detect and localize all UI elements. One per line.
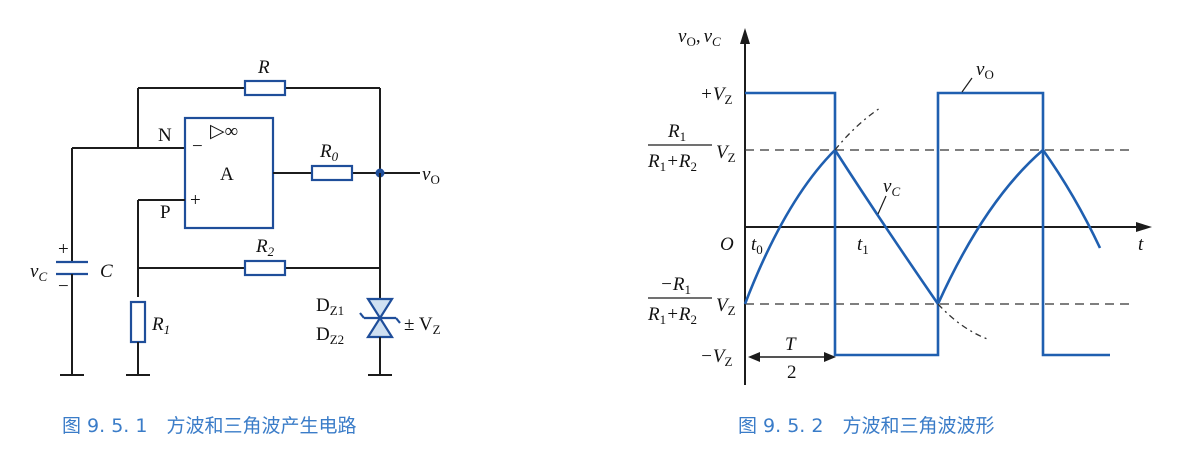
x-axis-arrow (1136, 222, 1152, 232)
ground-C (60, 274, 84, 376)
label-pmVZ: ± VZ (404, 314, 441, 337)
caption-fig2: 图 9. 5. 2 方波和三角波波形 (738, 415, 994, 437)
curve-continuation-upper (834, 107, 881, 151)
label-cap-minus: − (58, 276, 69, 297)
label-vO: vO (422, 164, 440, 187)
label-vO-curve: vO (976, 59, 994, 82)
capacitor-C (56, 260, 88, 276)
leader-vC (877, 195, 887, 215)
label-vC-curve: vC (883, 176, 900, 199)
resistor-R (243, 79, 287, 97)
label-vC: vC (30, 261, 47, 284)
wire-P (137, 199, 185, 297)
label-T: T (785, 334, 797, 355)
label-neg-frac-VZ: VZ (716, 295, 736, 318)
label-plus: + (190, 190, 201, 211)
zener-DZ1 (366, 297, 394, 321)
ground-R1 (126, 342, 150, 376)
label-t: t (1138, 234, 1144, 255)
resistor-R2 (243, 259, 287, 277)
zener-DZ2 (366, 315, 394, 339)
label-minus: − (192, 136, 203, 157)
label-frac-num: R1 (667, 121, 686, 144)
label-frac-VZ: VZ (716, 142, 736, 165)
wire-N (71, 147, 185, 262)
label-R2: R2 (255, 236, 275, 259)
label-t0: t0 (751, 234, 763, 257)
resistor-R1 (129, 300, 147, 344)
label-y-axis: vO,vC (678, 26, 721, 49)
dimension-arrow-right (824, 352, 836, 362)
label-minus-VZ: −VZ (700, 346, 732, 369)
circuit-diagram: R N ▷∞ A − + P R0 vO R2 R1 + − vC C (30, 57, 441, 437)
leader-vO (961, 77, 973, 93)
ground-zener (368, 337, 392, 376)
y-axis-arrow (740, 28, 750, 44)
dimension-arrow-left (748, 352, 760, 362)
label-cap-plus: + (58, 239, 69, 260)
curve-continuation-lower (937, 303, 991, 341)
label-R: R (257, 57, 270, 78)
label-R0: R0 (319, 141, 339, 164)
label-t1: t1 (857, 234, 869, 257)
label-T-denominator: 2 (787, 362, 797, 383)
label-R1: R1 (151, 314, 170, 337)
wire-R2 (138, 173, 381, 298)
label-plus-VZ: +VZ (700, 84, 732, 107)
caption-fig1: 图 9. 5. 1 方波和三角波产生电路 (62, 415, 356, 437)
label-DZ1: DZ1 (316, 295, 344, 318)
waveform-diagram: vO,vC +VZ R1 R1+R2 VZ −R1 R1+R2 VZ −VZ O… (647, 26, 1152, 437)
triangle-wave-vC (743, 147, 1102, 307)
label-neg-frac-den: R1+R2 (647, 304, 697, 327)
label-DZ2: DZ2 (316, 324, 344, 347)
label-inf: ▷∞ (210, 121, 238, 142)
label-origin: O (720, 234, 734, 255)
label-N: N (158, 125, 172, 146)
square-wave-vO (745, 91, 1110, 357)
label-frac-den: R1+R2 (647, 151, 697, 174)
label-C: C (100, 261, 113, 282)
label-A: A (220, 164, 234, 185)
label-neg-frac-num: −R1 (660, 274, 691, 297)
resistor-R0 (310, 164, 354, 182)
label-P: P (160, 202, 171, 223)
wire-top-loop (137, 87, 381, 173)
